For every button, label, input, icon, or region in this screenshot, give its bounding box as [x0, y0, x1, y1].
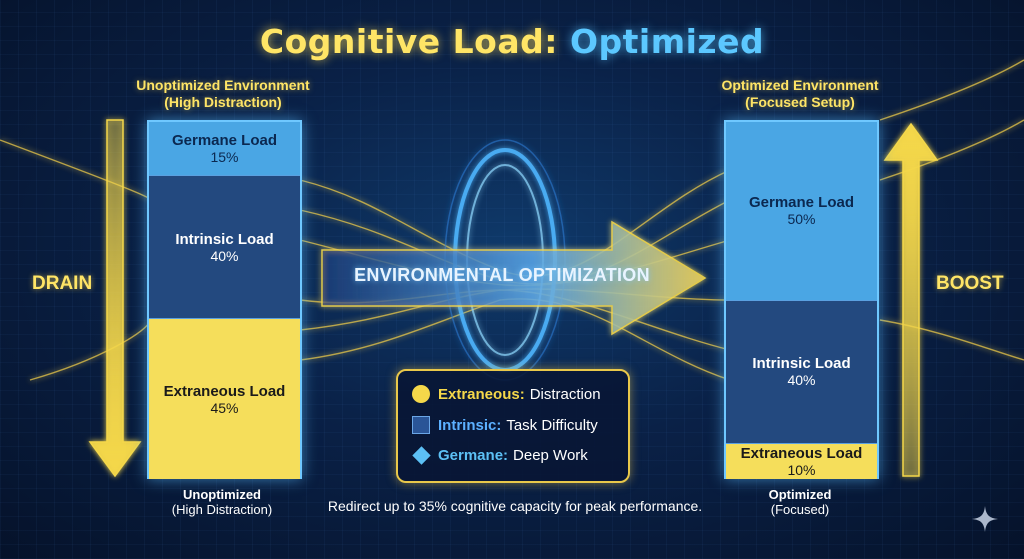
boost-arrow-shape	[883, 122, 939, 477]
legend: Extraneous: Distraction Intrinsic: Task …	[396, 369, 630, 483]
title-part-1: Cognitive Load:	[259, 22, 558, 61]
segment-label: Extraneous Load	[740, 444, 863, 462]
segment-label: Germane Load	[171, 132, 278, 150]
legend-item-germane: Germane: Deep Work	[412, 446, 588, 465]
segment-percent: 10%	[787, 461, 816, 478]
right-heading-line2: (Focused Setup)	[745, 94, 855, 110]
left-heading: Unoptimized Environment (High Distractio…	[113, 77, 333, 111]
drain-arrow-shape	[88, 119, 142, 478]
right-caption-line1: Optimized	[768, 487, 832, 502]
segment-percent: 45%	[210, 399, 239, 416]
title-part-2: Optimized	[569, 22, 765, 61]
left-caption-line1: Unoptimized	[183, 487, 261, 502]
drain-label: DRAIN	[32, 273, 93, 294]
segment-percent: 40%	[787, 372, 816, 388]
legend-key: Intrinsic:	[438, 416, 502, 434]
segment-label: Intrinsic Load	[752, 355, 851, 372]
legend-key: Extraneous:	[438, 385, 525, 403]
segment-label: Intrinsic Load	[175, 230, 274, 248]
footer-text: Redirect up to 35% cognitive capacity fo…	[327, 498, 703, 514]
boost-label: BOOST	[936, 273, 1004, 294]
sparkle-icon	[972, 506, 998, 532]
right-heading-line1: Optimized Environment	[721, 77, 879, 93]
legend-item-intrinsic: Intrinsic: Task Difficulty	[412, 416, 598, 434]
legend-desc: Task Difficulty	[506, 416, 598, 434]
segment-percent: 50%	[787, 211, 816, 228]
segment-percent: 15%	[210, 149, 239, 166]
square-icon	[412, 416, 430, 434]
legend-desc: Deep Work	[513, 447, 588, 464]
left-heading-line2: (High Distraction)	[164, 94, 282, 110]
right-heading: Optimized Environment (Focused Setup)	[690, 77, 910, 111]
segment-label: Extraneous Load	[163, 382, 286, 400]
segment-label: Germane Load	[748, 194, 855, 212]
legend-item-extraneous: Extraneous: Distraction	[412, 385, 601, 403]
center-arrow-label: ENVIRONMENTAL OPTIMIZATION	[354, 265, 650, 285]
diamond-icon	[412, 446, 431, 465]
center-arrow-shape	[321, 220, 707, 336]
right-caption-line2: (Focused)	[770, 502, 830, 517]
legend-key: Germane:	[438, 447, 509, 464]
page-title: Cognitive Load: Optimized	[0, 22, 1024, 61]
left-heading-line1: Unoptimized Environment	[136, 77, 310, 93]
left-caption: Unoptimized (High Distraction)	[122, 487, 322, 517]
right-caption: Optimized (Focused)	[700, 487, 900, 517]
left-caption-line2: (High Distraction)	[171, 502, 273, 517]
segment-percent: 40%	[210, 247, 239, 264]
legend-desc: Distraction	[529, 385, 601, 403]
circle-icon	[412, 385, 430, 403]
